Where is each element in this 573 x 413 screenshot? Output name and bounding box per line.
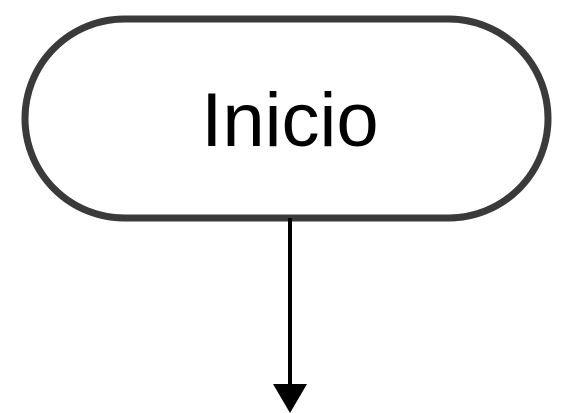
start-node-shape[interactable] [21, 15, 552, 222]
connector-arrow [273, 218, 307, 413]
start-node[interactable]: Inicio [21, 15, 552, 222]
start-node-label: Inicio [201, 78, 378, 163]
arrowhead-icon [273, 384, 307, 413]
